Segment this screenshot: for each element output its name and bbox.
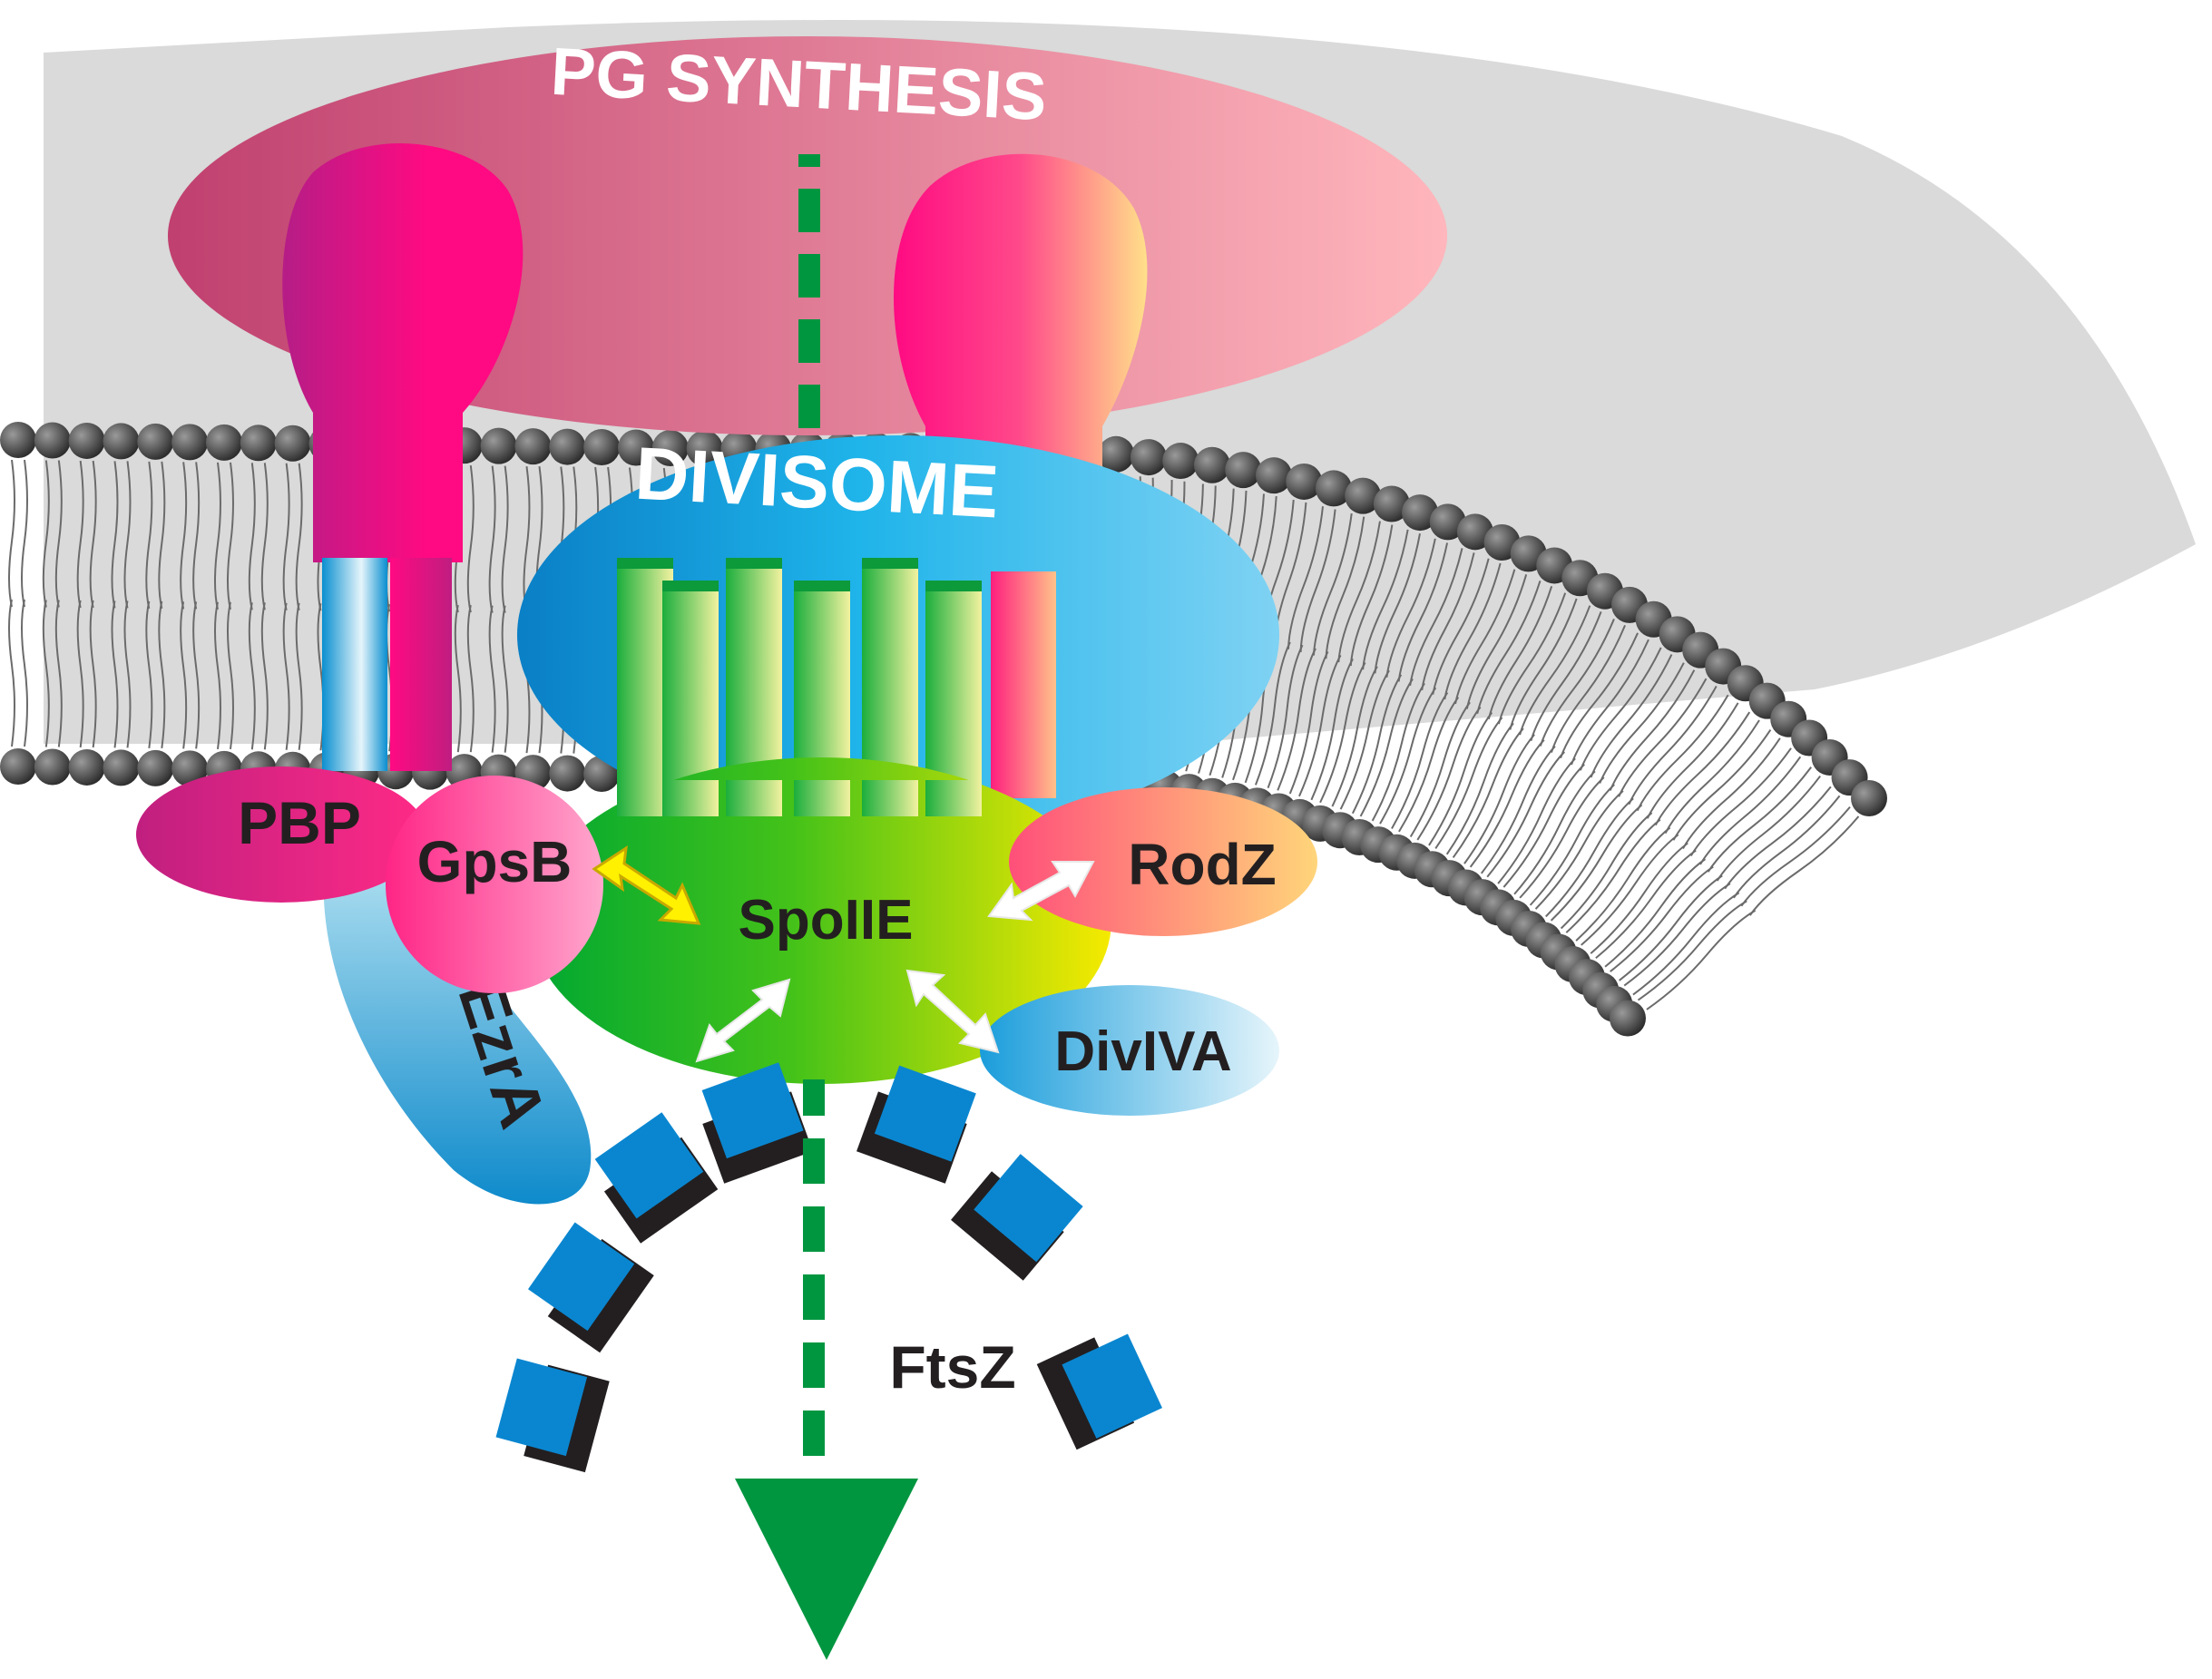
spoiie-body (531, 757, 1111, 1084)
tm-segment-pink (390, 558, 452, 771)
pbp-ellipse (136, 766, 426, 903)
divlva-ellipse (980, 985, 1279, 1116)
spoiie-rodz-arrow (987, 861, 1095, 922)
helix-bottoms (617, 780, 982, 816)
gpsb-circle (386, 776, 603, 993)
rodz-ellipse (1009, 787, 1317, 936)
tm-segment-blue (322, 558, 387, 771)
ezra-shape (323, 844, 592, 1205)
dashed-arrow-down (735, 1079, 918, 1660)
spoiie-ftsz-arrow (695, 978, 791, 1063)
rodz-label: RodZ (1128, 832, 1277, 897)
tm-segment-rodz (991, 571, 1056, 798)
dashed-arrow-top (798, 154, 820, 428)
right-periplasmic-domain (894, 153, 1148, 509)
spoiie-label: SpoIIE (739, 889, 914, 952)
pbp-periplasmic-domain (282, 142, 524, 563)
divisome-label: DIVISOME (633, 433, 1001, 534)
spoiie-divlva-arrow (905, 969, 1000, 1054)
pbp-label: PBP (238, 789, 361, 856)
gpsb-spoiie-arrow (592, 844, 701, 925)
divlva-label: DivIVA (1054, 1020, 1231, 1083)
ftsz-label: FtsZ (889, 1333, 1015, 1401)
arrow-head (735, 1479, 918, 1660)
ftsz-filaments (495, 1062, 1162, 1473)
gpsb-label: GpsB (417, 829, 573, 894)
